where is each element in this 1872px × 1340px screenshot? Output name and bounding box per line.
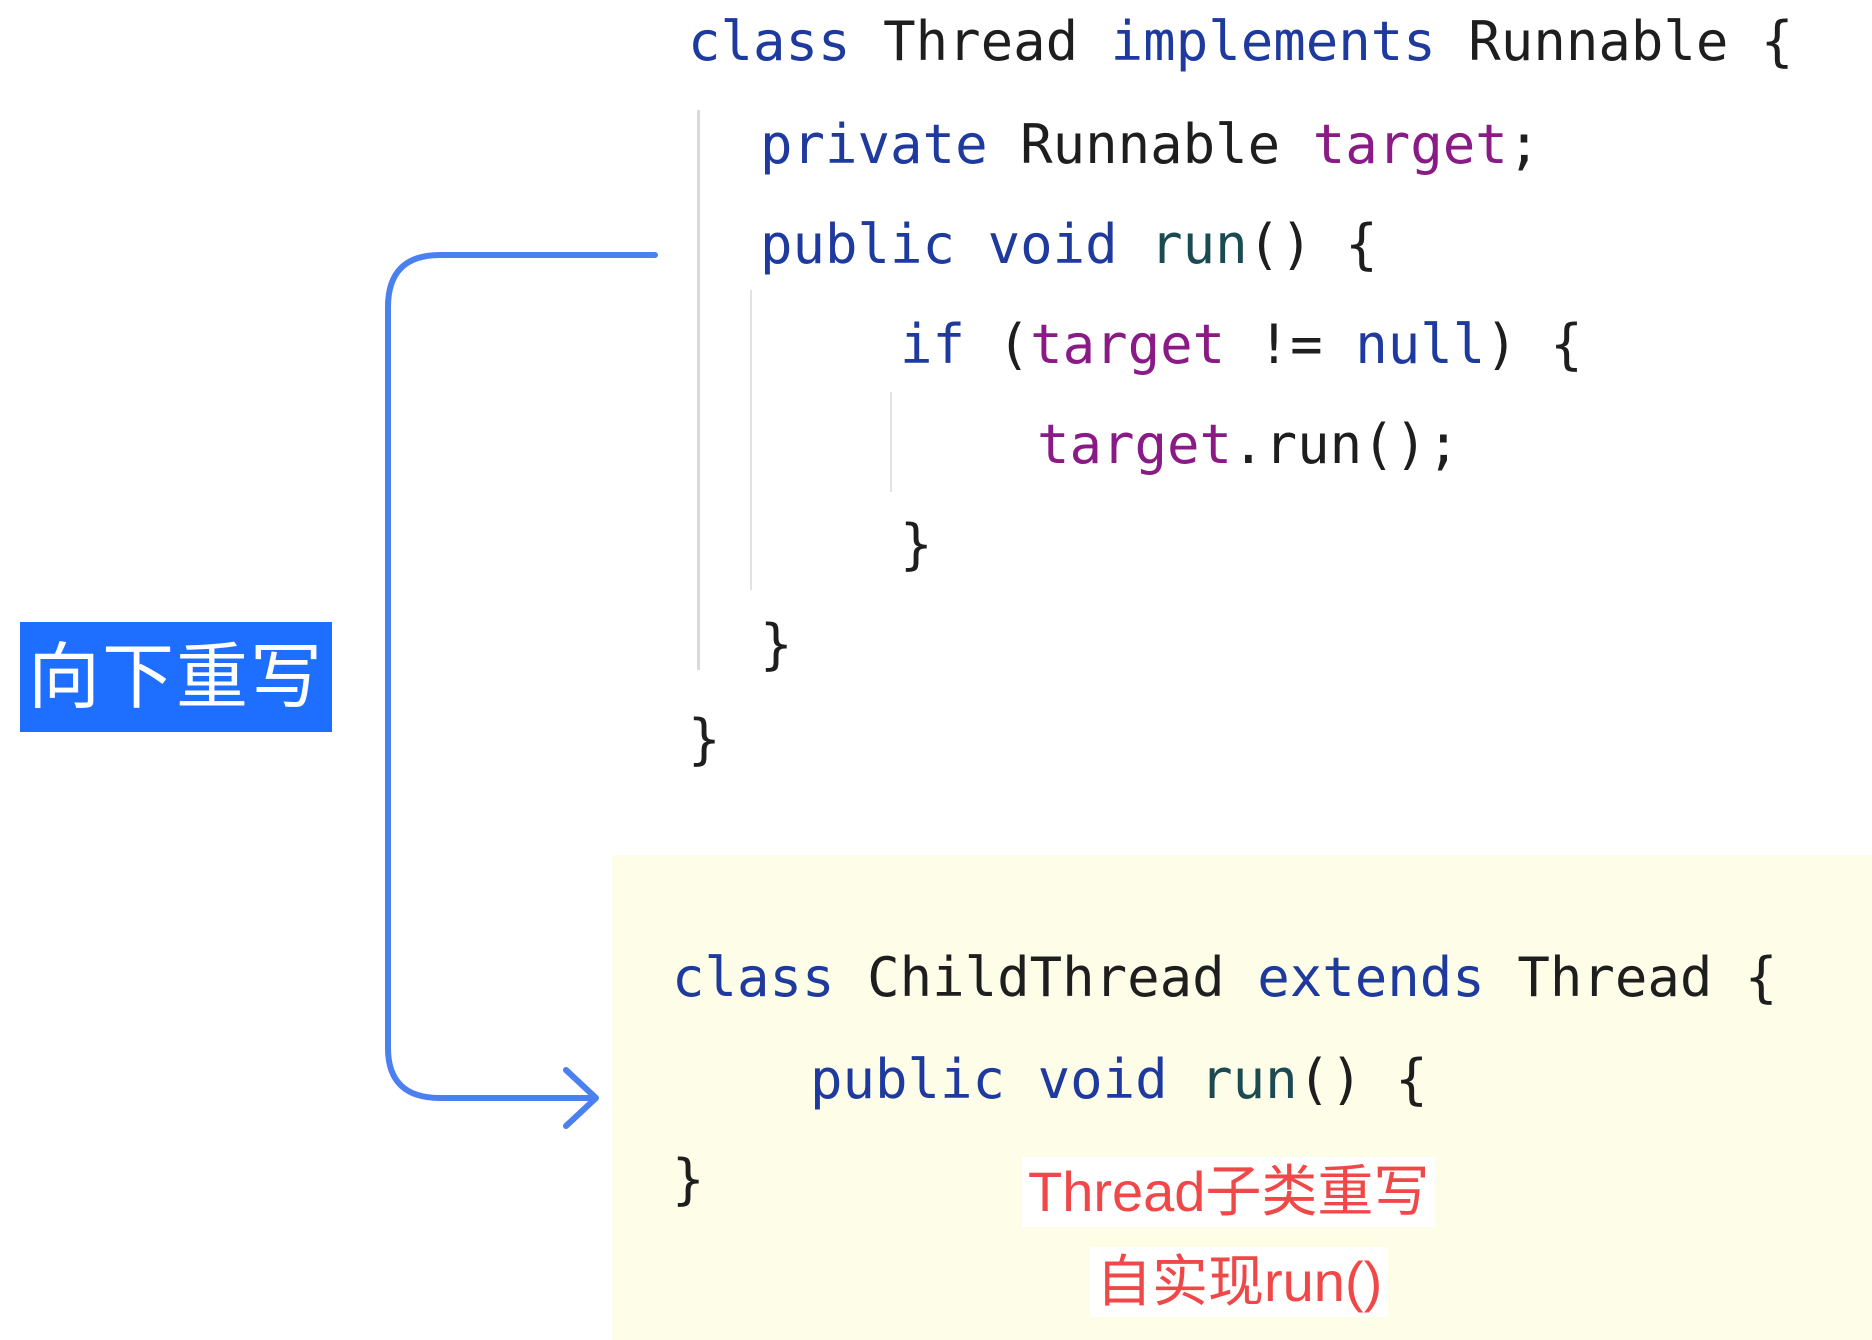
indent-guide-run — [750, 290, 752, 590]
thread-class-declaration: class Thread implements Runnable { — [688, 12, 1793, 72]
child-class-declaration: class ChildThread extends Thread { — [672, 948, 1777, 1008]
if-statement: if (target != null) { — [900, 315, 1583, 375]
method-name: run — [1200, 1048, 1298, 1111]
target-reference: target — [1030, 313, 1226, 376]
not-equal-operator: != — [1257, 313, 1323, 376]
keyword-void: void — [987, 213, 1118, 276]
child-class-name: ChildThread — [867, 946, 1225, 1009]
close-paren-brace: ) { — [1485, 313, 1583, 376]
keyword-null: null — [1355, 313, 1486, 376]
open-brace: { — [1744, 946, 1778, 1009]
indent-guide-if — [890, 392, 892, 492]
close-run-brace: } — [760, 613, 793, 676]
child-run-method-declaration: public void run() { — [810, 1050, 1428, 1110]
run-method-declaration: public void run() { — [760, 215, 1378, 275]
arrow-bracket-line — [385, 252, 658, 1101]
field-name: target — [1312, 113, 1508, 176]
close-class-brace: } — [688, 708, 721, 771]
open-brace: { — [1760, 10, 1794, 73]
keyword-extends: extends — [1257, 946, 1485, 1009]
keyword-private: private — [760, 113, 988, 176]
child-close-class-brace: } — [672, 1148, 705, 1211]
method-signature-rest: () { — [1297, 1048, 1428, 1111]
keyword-class: class — [672, 946, 835, 1009]
keyword-void: void — [1037, 1048, 1168, 1111]
keyword-implements: implements — [1110, 10, 1436, 73]
field-type: Runnable — [1020, 113, 1281, 176]
keyword-public: public — [760, 213, 956, 276]
override-note-line-1: Thread子类重写 — [1022, 1157, 1436, 1227]
close-if-brace: } — [900, 513, 933, 576]
arrow-head — [563, 1067, 599, 1129]
class-name: Thread — [883, 10, 1079, 73]
target-field-declaration: private Runnable target; — [760, 115, 1540, 175]
parent-class-name: Thread — [1517, 946, 1713, 1009]
method-signature-rest: () { — [1247, 213, 1378, 276]
semicolon: ; — [1507, 113, 1541, 176]
method-name: run — [1150, 213, 1248, 276]
target-run-call: target.run(); — [1037, 415, 1460, 475]
indent-guide-class — [697, 110, 700, 670]
target-reference: target — [1037, 413, 1233, 476]
run-call: .run(); — [1232, 413, 1460, 476]
interface-name: Runnable — [1468, 10, 1729, 73]
keyword-if: if — [900, 313, 966, 376]
keyword-public: public — [810, 1048, 1006, 1111]
open-paren: ( — [997, 313, 1031, 376]
override-note-line-2: 自实现run() — [1090, 1247, 1389, 1317]
override-direction-badge: 向下重写 — [20, 622, 332, 732]
keyword-class: class — [688, 10, 851, 73]
